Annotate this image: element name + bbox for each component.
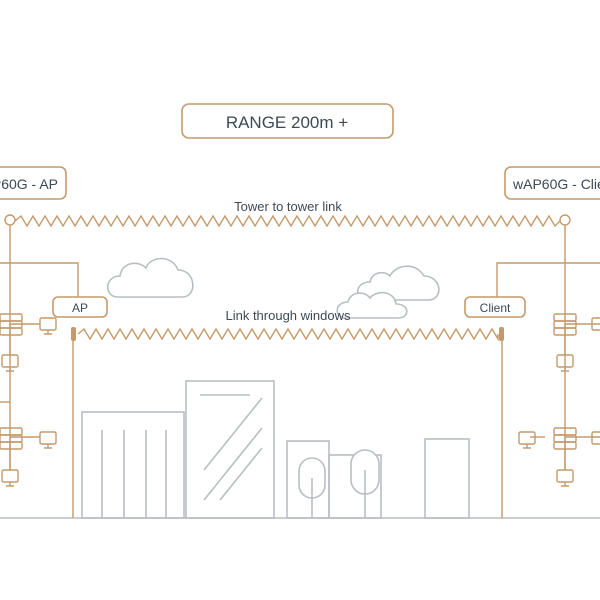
left-tower-antenna-icon [4,214,16,226]
right-tower-wiring [496,225,600,470]
right-server-icon-2 [553,427,577,450]
left-monitor-icon-3 [39,431,57,449]
cloud-icon-3 [336,291,408,319]
right-monitor-icon-4 [556,469,574,487]
client-antenna-icon [499,327,504,341]
ap-label: AP [72,301,88,315]
left-monitor-icon-2 [1,354,19,372]
tower-link-signal [14,214,561,228]
right-monitor-icon-1 [591,317,600,331]
left-server-icon-2 [0,427,23,450]
client-label: Client [480,301,511,315]
right-device-box: wAP60G - Client [504,166,600,200]
window-link-label: Link through windows [225,308,351,323]
left-monitor-icon-1 [39,317,57,335]
building-right [424,438,470,519]
right-monitor-icon-3 [518,431,536,449]
building-tall [185,380,275,519]
left-device-box: wAP60G - AP [0,166,67,200]
right-device-label: wAP60G - Client [512,176,600,192]
range-label: RANGE 200m + [226,113,348,132]
right-monitor-icon-2 [556,354,574,372]
right-monitor-icon-5 [591,431,600,445]
ap-antenna-icon [71,327,76,341]
cloud-icon-1 [106,257,194,298]
cloud-icon-2 [356,265,440,301]
building-left [81,411,185,519]
right-server-icon-1 [553,313,577,336]
client-box: Client [464,296,526,318]
left-device-label: wAP60G - AP [0,176,58,192]
left-server-icon-1 [0,313,23,336]
tree-icon-1 [298,457,326,518]
tower-link-label: Tower to tower link [234,199,342,214]
left-monitor-icon-4 [1,469,19,487]
window-link-signal [77,327,499,342]
ap-box: AP [52,296,108,318]
tree-icon-2 [350,449,380,518]
right-tower-antenna-icon [559,214,571,226]
range-box: RANGE 200m + [181,103,394,139]
left-tower-wiring [0,225,79,470]
